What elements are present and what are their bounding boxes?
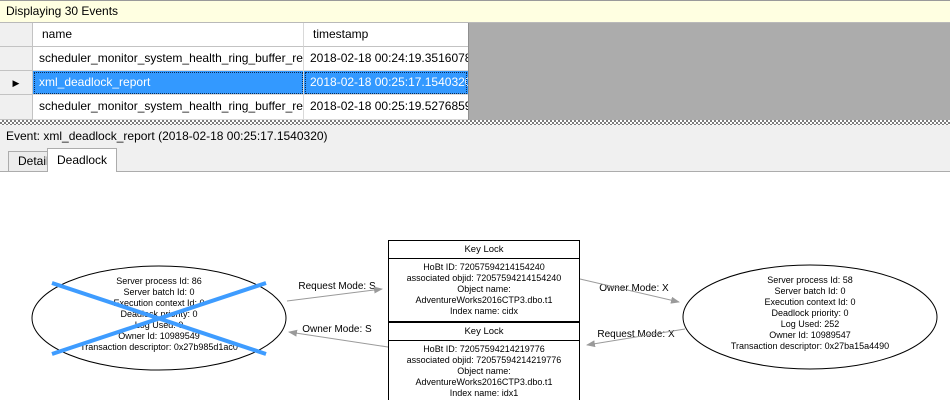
- keylock-line: HoBt ID: 72057594214219776: [423, 344, 545, 354]
- keylock-line: Index name: cidx: [449, 306, 519, 316]
- proc-right-line: Owner Id: 10989547: [769, 330, 851, 340]
- edge-label-owner-x: Owner Mode: X: [599, 283, 669, 294]
- keylock-line: associated objid: 72057594214219776: [406, 355, 562, 365]
- proc-left-line: Owner Id: 10989549: [118, 331, 200, 341]
- displaying-events-bar: Displaying 30 Events: [0, 1, 950, 23]
- table-row[interactable]: scheduler_monitor_system_health_ring_buf…: [0, 95, 468, 120]
- deadlock-graph-pane: Server process Id: 86 Server batch Id: 0…: [0, 171, 950, 400]
- proc-right-line: Execution context Id: 0: [764, 297, 856, 307]
- keylock-body: HoBt ID: 72057594214219776 associated ob…: [389, 341, 579, 400]
- keylock-line: HoBt ID: 72057594214154240: [423, 262, 545, 272]
- edge-label-request-x: Request Mode: X: [597, 329, 675, 340]
- proc-right-line: Server batch Id: 0: [774, 286, 846, 296]
- keylock-line: associated objid: 72057594214154240: [406, 273, 562, 283]
- event-timestamp-cell[interactable]: 2018-02-18 00:24:19.3516078: [304, 47, 468, 71]
- event-name-cell[interactable]: xml_deadlock_report: [33, 71, 304, 95]
- proc-right-line: Server process Id: 58: [767, 275, 853, 285]
- column-header-timestamp[interactable]: timestamp: [304, 23, 468, 47]
- events-grid: name timestamp scheduler_monitor_system_…: [0, 23, 469, 120]
- proc-left-line: Log Used: 0: [134, 320, 184, 330]
- proc-right-line: Deadlock priority: 0: [771, 308, 849, 318]
- row-selector-cell[interactable]: ▶: [0, 71, 33, 95]
- column-header-name[interactable]: name: [33, 23, 304, 47]
- row-selector-cell[interactable]: [0, 47, 33, 71]
- proc-right-line: Transaction descriptor: 0x27ba15a4490: [730, 341, 890, 351]
- horizontal-splitter[interactable]: [0, 120, 950, 125]
- edge-label-owner-s: Owner Mode: S: [302, 324, 372, 335]
- resource-node-bottom-keylock: Key Lock HoBt ID: 72057594214219776 asso…: [388, 322, 580, 400]
- tab-deadlock[interactable]: Deadlock: [47, 148, 118, 172]
- process-node-right-ellipse: [682, 264, 938, 370]
- proc-left-line: Server batch Id: 0: [123, 287, 195, 297]
- current-row-arrow-icon: ▶: [12, 78, 20, 88]
- proc-right-line: Log Used: 252: [780, 319, 840, 329]
- events-grid-area: name timestamp scheduler_monitor_system_…: [0, 23, 950, 120]
- keylock-body: HoBt ID: 72057594214154240 associated ob…: [389, 259, 579, 321]
- event-timestamp-cell[interactable]: 2018-02-18 00:25:17.1540320: [304, 71, 468, 95]
- displaying-events-text: Displaying 30 Events: [6, 4, 119, 18]
- keylock-line: Index name: idx1: [449, 388, 519, 398]
- process-node-right-text: Server process Id: 58 Server batch Id: 0…: [695, 275, 925, 352]
- table-row[interactable]: scheduler_monitor_system_health_ring_buf…: [0, 47, 468, 71]
- event-name-cell[interactable]: scheduler_monitor_system_health_ring_buf…: [33, 95, 304, 120]
- keylock-title: Key Lock: [389, 241, 579, 259]
- edge-label-request-s: Request Mode: S: [298, 281, 376, 292]
- row-selector-cell[interactable]: [0, 95, 33, 120]
- keylock-title: Key Lock: [389, 323, 579, 341]
- selected-event-text: Event: xml_deadlock_report (2018-02-18 0…: [6, 129, 328, 143]
- events-grid-header-row: name timestamp: [0, 23, 468, 47]
- selected-event-bar: Event: xml_deadlock_report (2018-02-18 0…: [0, 125, 950, 148]
- keylock-line: Object name: AdventureWorks2016CTP3.dbo.…: [415, 284, 553, 305]
- row-header-corner-cell[interactable]: [0, 23, 33, 47]
- proc-left-line: Server process Id: 86: [116, 276, 202, 286]
- keylock-line: Object name: AdventureWorks2016CTP3.dbo.…: [415, 366, 553, 387]
- proc-left-line: Transaction descriptor: 0x27b985d1ac0: [80, 342, 238, 352]
- process-node-left-text: Server process Id: 86 Server batch Id: 0…: [44, 276, 274, 353]
- table-row-selected[interactable]: ▶ xml_deadlock_report 2018-02-18 00:25:1…: [0, 71, 468, 95]
- proc-left-line: Deadlock priority: 0: [120, 309, 198, 319]
- proc-left-line: Execution context Id: 0: [113, 298, 205, 308]
- event-name-cell[interactable]: scheduler_monitor_system_health_ring_buf…: [33, 47, 304, 71]
- event-timestamp-cell[interactable]: 2018-02-18 00:25:19.5276859: [304, 95, 468, 120]
- detail-tabs: Details Deadlock: [0, 148, 950, 172]
- resource-node-top-keylock: Key Lock HoBt ID: 72057594214154240 asso…: [388, 240, 580, 322]
